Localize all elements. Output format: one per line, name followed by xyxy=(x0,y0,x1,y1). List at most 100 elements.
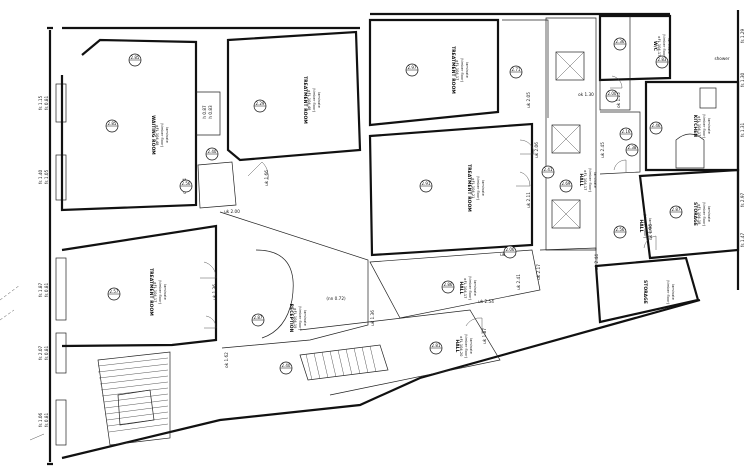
room-label-hall-4: HALL laminate (timber floor) xyxy=(638,214,652,239)
left-window-bays xyxy=(55,83,67,446)
elevation-marks-left: fs 0.81 fs 1.15 fs 1.05 fs 1.40 fs 0.81 … xyxy=(38,96,49,428)
svg-text:laminate: laminate xyxy=(165,127,169,144)
room-tag: 2.81 xyxy=(429,341,443,355)
svg-text:laminate: laminate xyxy=(469,338,473,355)
svg-text:uk 2.11: uk 2.11 xyxy=(526,192,531,208)
svg-text:uk 2.54: uk 2.54 xyxy=(478,299,494,304)
svg-text:2.36: 2.36 xyxy=(616,39,625,44)
svg-text:±FL 104.17: ±FL 104.17 xyxy=(583,170,587,191)
svg-text:(timber floor): (timber floor) xyxy=(298,306,302,331)
svg-text:(timber floor): (timber floor) xyxy=(666,280,670,305)
svg-text:±FL 104.17: ±FL 104.17 xyxy=(455,60,459,81)
room-label-wc: W/C laminate (timber floor) ±FL 104.17 xyxy=(652,34,671,59)
svg-text:2.97: 2.97 xyxy=(408,65,417,70)
svg-text:(timber floor): (timber floor) xyxy=(464,334,468,359)
svg-text:laminate: laminate xyxy=(648,218,652,235)
svg-text:2.81: 2.81 xyxy=(432,343,441,348)
room-label-hall-1: HALL laminate (timber floor) ±FL 104.17 xyxy=(578,168,597,193)
elev-mark: fs 0.81 xyxy=(44,283,49,298)
svg-text:laminate: laminate xyxy=(163,284,167,301)
svg-text:TREATMENT ROOM: TREATMENT ROOM xyxy=(302,76,308,124)
room-tag: 2.69 xyxy=(559,179,573,193)
svg-text:±FL 104.20: ±FL 104.20 xyxy=(459,336,463,358)
room-tag: 2.91 xyxy=(419,179,433,193)
elev-mark: fs 1.15 xyxy=(38,96,43,111)
svg-text:2.56: 2.56 xyxy=(182,181,191,186)
room-tag: 2.00 xyxy=(605,89,619,103)
svg-text:2.85: 2.85 xyxy=(108,121,117,126)
elev-mark: fs 1.06 xyxy=(38,413,43,428)
svg-text:ok 1.62: ok 1.62 xyxy=(224,352,229,368)
svg-text:±FL 104.17: ±FL 104.17 xyxy=(657,36,661,57)
room-tag: 2.40 xyxy=(279,361,293,375)
svg-text:2.38: 2.38 xyxy=(628,145,637,150)
room-label-treatment-room-1: TREATMENT ROOM laminate (timber floor) ±… xyxy=(302,76,321,124)
svg-text:uk 2.45: uk 2.45 xyxy=(600,142,605,158)
svg-text:uk 1.96: uk 1.96 xyxy=(648,224,653,240)
elevation-marks-right: fs 1.29 fs 1.30 fs 1.31 fs 2.97 fs 1.47 xyxy=(740,29,745,248)
svg-text:uk 2.00: uk 2.00 xyxy=(224,209,240,214)
room-label-reception: RECEPTION laminate (timber floor) ±FL 10… xyxy=(288,304,307,333)
svg-text:W/C: W/C xyxy=(652,41,658,51)
svg-text:laminate: laminate xyxy=(667,38,671,55)
svg-text:2.29: 2.29 xyxy=(256,101,265,106)
svg-text:HALL: HALL xyxy=(638,219,644,232)
room-tag: 2.16 xyxy=(619,127,633,141)
svg-text:laminate: laminate xyxy=(671,284,675,301)
room-label-hall-2: HALL laminate (timber floor) ±FL 104.17 xyxy=(458,276,477,301)
svg-text:laminate: laminate xyxy=(707,206,711,223)
svg-text:2.56: 2.56 xyxy=(616,227,625,232)
svg-text:laminate: laminate xyxy=(465,62,469,79)
svg-text:(timber floor): (timber floor) xyxy=(312,88,316,113)
svg-text:ok 1.30: ok 1.30 xyxy=(578,92,594,97)
svg-text:2.06: 2.06 xyxy=(506,247,515,252)
svg-text:2.83: 2.83 xyxy=(658,57,667,62)
svg-text:WAITING ROOM: WAITING ROOM xyxy=(150,115,156,155)
svg-text:2.91: 2.91 xyxy=(422,181,431,186)
svg-text:(timber floor): (timber floor) xyxy=(702,114,706,139)
svg-text:2.85: 2.85 xyxy=(131,55,140,60)
room-label-treatment-room-4: TREATMENT ROOM laminate (timber floor) ±… xyxy=(148,268,167,316)
svg-text:STORAGE: STORAGE xyxy=(642,280,648,304)
room-tags: 2.85 2.85 2.29 2.97 2.91 2.57 2.87 2.69 … xyxy=(105,37,683,375)
room-tag: 2.41 xyxy=(541,165,555,179)
svg-text:uk 2.44: uk 2.44 xyxy=(594,254,599,270)
svg-text:(timber floor): (timber floor) xyxy=(158,280,162,305)
svg-text:uk 1.66: uk 1.66 xyxy=(264,170,269,186)
room-tag: 2.87 xyxy=(251,313,265,327)
svg-text:2.69: 2.69 xyxy=(562,181,571,186)
room-tag: 2.97 xyxy=(405,63,419,77)
room-tag: 2.29 xyxy=(253,99,267,113)
svg-text:(timber floor): (timber floor) xyxy=(460,58,464,83)
svg-text:shower: shower xyxy=(714,56,729,61)
svg-text:TREATMENT ROOM: TREATMENT ROOM xyxy=(450,46,456,94)
svg-text:fs 1.30: fs 1.30 xyxy=(740,73,745,88)
svg-text:±FL 104.48: ±FL 104.48 xyxy=(155,125,159,147)
svg-text:±FL 104.17: ±FL 104.17 xyxy=(463,278,467,299)
elev-mark: fs 1.87 xyxy=(38,283,43,298)
room-label-waiting-room: WAITING ROOM laminate (timber floor) ±FL… xyxy=(150,115,169,155)
svg-text:±FL 104.19: ±FL 104.19 xyxy=(293,308,297,330)
svg-text:(timber floor): (timber floor) xyxy=(476,176,480,201)
room-label-treatment-room-3: TREATMENT ROOM laminate (timber floor) ±… xyxy=(466,164,485,212)
svg-text:2.57: 2.57 xyxy=(110,289,119,294)
outer-walls xyxy=(47,10,740,466)
svg-text:uk 1.36: uk 1.36 xyxy=(370,310,375,326)
elev-mark: fs 0.81 xyxy=(44,346,49,361)
svg-text:TREATMENT ROOM: TREATMENT ROOM xyxy=(148,268,154,316)
room-tag: 2.87 xyxy=(669,205,683,219)
room-tag: 2.85 xyxy=(128,53,142,67)
svg-text:(timber floor): (timber floor) xyxy=(588,168,592,193)
elev-mark: fs 0.81 xyxy=(44,413,49,428)
room-tag: 2.56 xyxy=(179,179,193,193)
svg-text:laminate: laminate xyxy=(303,310,307,327)
svg-text:STORAGE: STORAGE xyxy=(692,202,698,226)
svg-text:uk 2.41: uk 2.41 xyxy=(516,274,521,290)
svg-text:(nn 0.72): (nn 0.72) xyxy=(326,296,346,301)
room-tag: 2.71 xyxy=(509,65,523,79)
svg-text:2.87: 2.87 xyxy=(672,207,681,212)
svg-text:laminate: laminate xyxy=(317,92,321,109)
svg-text:laminate: laminate xyxy=(593,172,597,189)
svg-text:TREATMENT ROOM: TREATMENT ROOM xyxy=(466,164,472,212)
